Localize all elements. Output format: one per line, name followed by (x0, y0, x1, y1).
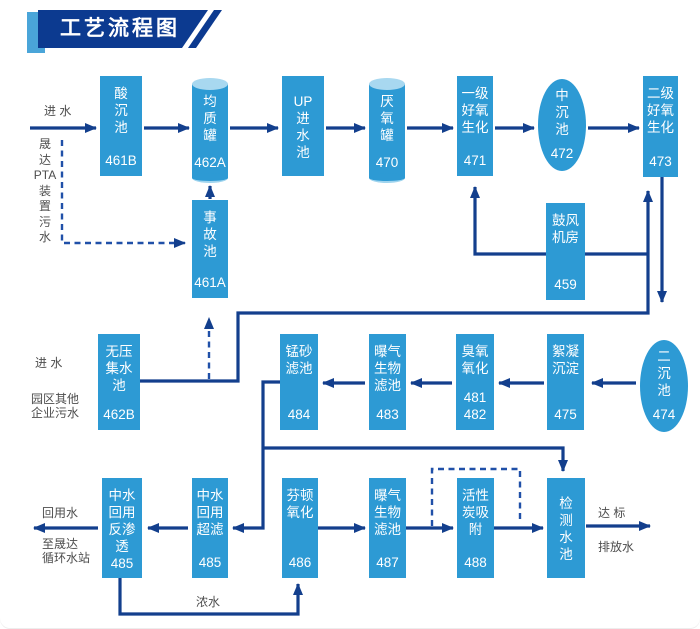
label-inlet-water-1: 进 水 (44, 104, 72, 118)
node-manganese-sand-filter-484: 锰砂 滤池 484 (280, 334, 318, 430)
label-reuse-destination: 至晟达 循环水站 (42, 537, 91, 565)
page-title: 工艺流程图 (38, 10, 208, 48)
label-inlet-water-2: 进 水 (35, 356, 63, 370)
edge-484-to-ultrafilter (232, 380, 280, 533)
node-blower-room-459: 鼓风 机房 459 (546, 203, 585, 300)
node-acid-settling-tank-461B: 酸 沉 池 461B (100, 76, 142, 176)
node-number: 473 (649, 154, 672, 169)
node-middle-settling-pool-472: 中 沉 池 472 (538, 79, 586, 171)
node-secondary-settling-pool-474: 二 沉 池 474 (640, 340, 688, 432)
node-fenton-oxidation-486: 芬顿 氧化 486 (282, 478, 318, 578)
node-second-stage-aerobic-473: 二级 好氧 生化 473 (643, 76, 678, 177)
node-aerated-biofilter-483: 曝气 生物 滤池 483 (369, 334, 406, 430)
edge-484-to-monitor-pool (263, 446, 568, 472)
node-ozone-oxidation-481-482: 臭氧 氧化 481 482 (456, 334, 494, 430)
node-emergency-pool-461A: 事 故 池 461A (192, 200, 228, 298)
node-number: 471 (463, 153, 487, 168)
node-number: 484 (287, 407, 311, 422)
edge-pta-to-461A-dashed (60, 140, 186, 248)
node-number: 462A (194, 155, 226, 170)
label-reuse-water: 回用水 (42, 506, 79, 520)
node-equalization-tank-462A: 均 质 罐 462A (192, 78, 228, 183)
node-label: 二 沉 池 (657, 349, 671, 398)
label-discharge-water: 排放水 (598, 540, 635, 554)
node-number: 475 (554, 407, 577, 422)
node-activated-carbon-adsorption-488: 活性 炭吸 附 488 (457, 478, 494, 578)
node-label: 酸 沉 池 (114, 86, 128, 135)
node-number: 485 (110, 556, 134, 571)
node-number: 486 (288, 555, 312, 570)
node-flocculation-sedimentation-475: 絮凝 沉淀 475 (547, 334, 584, 430)
node-monitoring-pool: 检 测 水 池 (547, 478, 585, 578)
edge-462B-to-473 (140, 190, 653, 383)
node-number: 461B (105, 153, 137, 168)
node-label: 芬顿 氧化 (286, 488, 314, 520)
node-label: 锰砂 滤池 (285, 344, 313, 376)
node-aerated-biofilter-487: 曝气 生物 滤池 487 (369, 478, 406, 578)
node-number: 488 (464, 555, 487, 570)
node-label: 曝气 生物 滤池 (374, 344, 401, 393)
node-number: 470 (375, 155, 399, 170)
node-anaerobic-tank-470: 厌 氧 罐 470 (369, 78, 405, 183)
node-number: 485 (198, 555, 222, 570)
node-label: 鼓风 机房 (552, 213, 579, 245)
edge-488-bypass-dashed (430, 467, 522, 526)
node-label: UP 进 水 池 (293, 94, 313, 160)
node-number: 461A (194, 275, 226, 290)
edge-459-to-471 (470, 186, 546, 256)
node-label: 二级 好氧 生化 (647, 86, 674, 135)
label-pta-wastewater-source: 晟 达 PTA 装 置 污 水 (33, 137, 57, 244)
node-label: 均 质 罐 (203, 94, 217, 143)
node-label: 厌 氧 罐 (380, 94, 394, 143)
node-label: 一级 好氧 生化 (461, 86, 489, 135)
node-number: 459 (554, 277, 577, 292)
node-label: 中 沉 池 (555, 88, 569, 137)
node-label: 絮凝 沉淀 (552, 344, 579, 376)
node-label: 检 测 水 池 (559, 496, 573, 562)
node-number: 472 (550, 146, 574, 161)
node-first-stage-aerobic-471: 一级 好氧 生化 471 (457, 76, 493, 176)
node-label: 曝气 生物 滤池 (374, 488, 401, 537)
node-label: 事 故 池 (203, 210, 217, 259)
node-number: 483 (376, 407, 399, 422)
label-park-wastewater-source: 园区其他 企业污水 (31, 392, 80, 420)
node-number: 481 482 (463, 390, 487, 422)
label-concentrate-water: 浓水 (196, 595, 221, 609)
node-label: 臭氧 氧化 (461, 344, 489, 376)
node-reuse-reverse-osmosis-485: 中水 回用 反渗 透 485 (102, 478, 142, 578)
node-label: 无压 集水 池 (105, 344, 133, 393)
node-number: 487 (376, 555, 399, 570)
node-gravity-collection-pool-462B: 无压 集水 池 462B (98, 334, 140, 430)
node-reuse-ultrafiltration-485: 中水 回用 超滤 485 (192, 478, 228, 578)
node-label: 中水 回用 反渗 透 (108, 488, 136, 554)
node-number: 474 (652, 407, 676, 422)
node-up-inlet-pool: UP 进 水 池 (282, 76, 324, 176)
node-number: 462B (103, 407, 135, 422)
edge-ro-concentrate-to-486 (118, 578, 303, 616)
label-standard-met: 达 标 (598, 506, 626, 520)
node-label: 中水 回用 超滤 (196, 488, 224, 537)
node-label: 活性 炭吸 附 (462, 488, 489, 537)
